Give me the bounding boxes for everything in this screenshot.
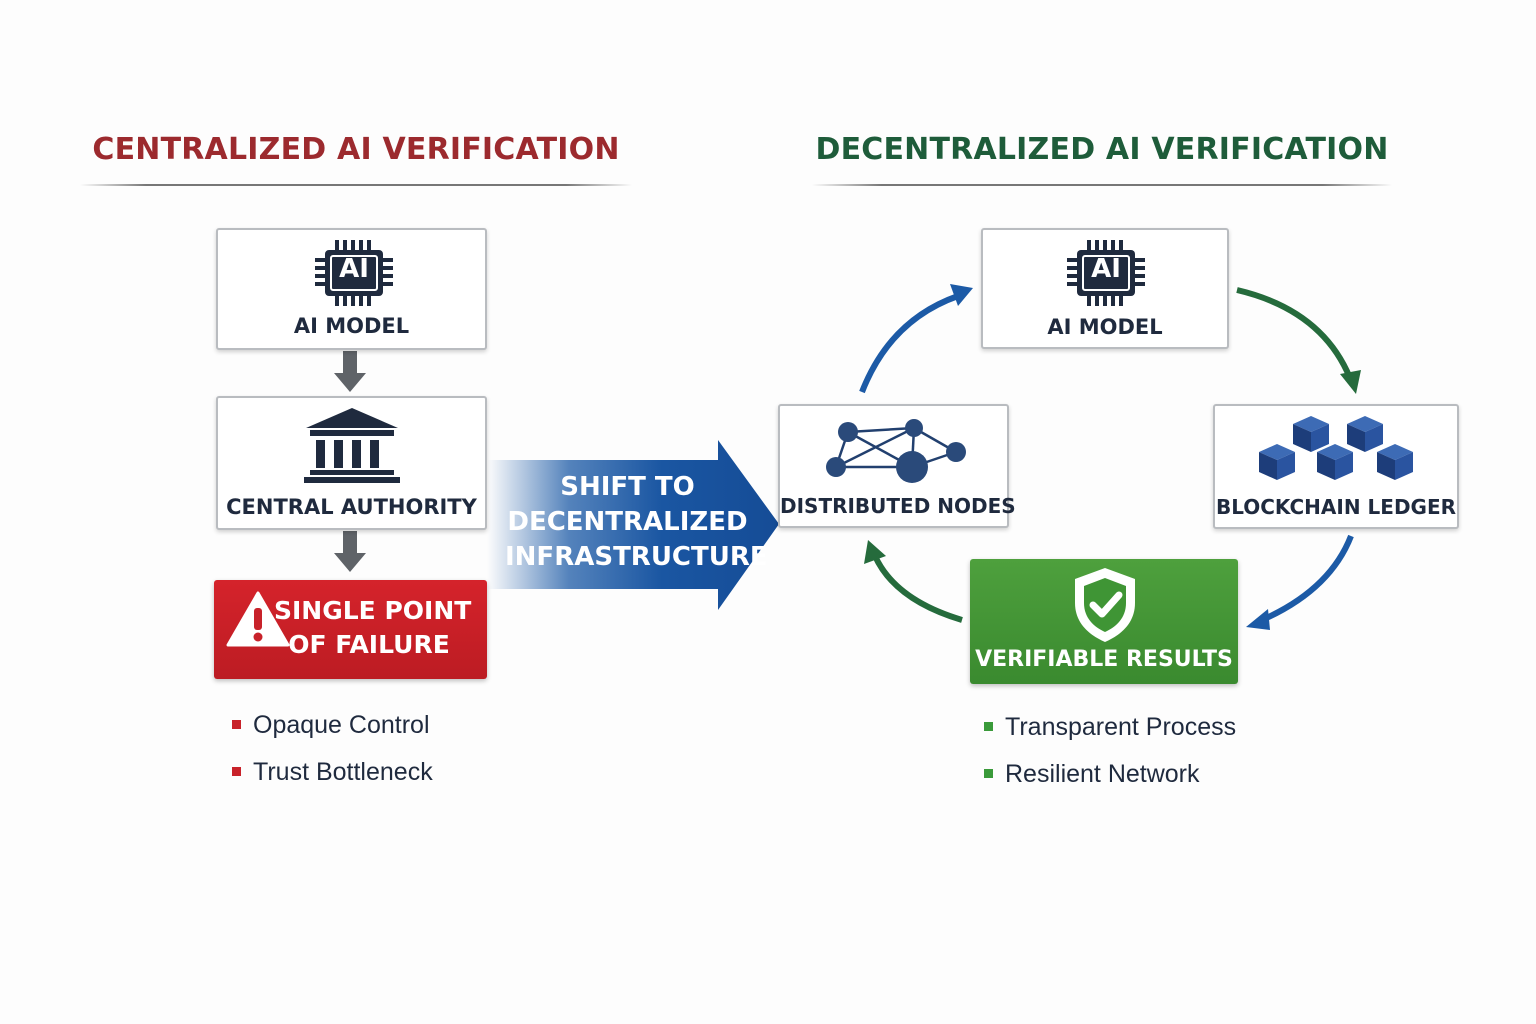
bank-building-icon: [304, 408, 400, 483]
failure-text: SINGLE POINT OF FAILURE: [274, 594, 472, 662]
ai-model-box-decentralized: AI AI MODEL: [981, 228, 1229, 349]
distributed-nodes-label: DISTRIBUTED NODES: [780, 494, 1016, 518]
decentralized-title: DECENTRALIZED AI VERIFICATION: [815, 132, 1389, 167]
shield-check-icon: [1075, 568, 1135, 642]
centralized-title: CENTRALIZED AI VERIFICATION: [92, 132, 620, 167]
failure-line-1: SINGLE POINT: [274, 596, 472, 625]
bullet-marker: [232, 766, 241, 776]
network-nodes-icon: [826, 419, 966, 483]
blockchain-ledger-label: BLOCKCHAIN LEDGER: [1215, 495, 1457, 519]
bullet-text: Transparent Process: [1005, 713, 1237, 741]
centralized-title-divider: [80, 184, 632, 186]
list-item: Trust Bottleneck: [232, 758, 433, 787]
shift-arrow-text: SHIFT TO DECENTRALIZED INFRASTRUCTURE: [505, 470, 768, 575]
ai-chip-text: AI: [339, 254, 369, 284]
cycle-arrow-nodes-to-model: [859, 284, 973, 394]
down-arrow-2: [334, 531, 366, 572]
bullet-marker: [984, 721, 993, 731]
bullet-text: Resilient Network: [1005, 760, 1200, 788]
ai-chip-text: AI: [1091, 254, 1121, 284]
ai-chip-icon: [1067, 240, 1145, 306]
list-item: Transparent Process: [984, 713, 1236, 742]
failure-line-2: OF FAILURE: [288, 630, 450, 659]
single-point-of-failure-box: SINGLE POINT OF FAILURE: [214, 580, 487, 679]
ai-model-label: AI MODEL: [293, 314, 410, 338]
bullet-marker: [984, 768, 993, 778]
verifiable-results-box: VERIFIABLE RESULTS: [970, 559, 1238, 684]
cycle-arrow-ledger-to-results: [1246, 534, 1354, 630]
shift-arrow: [487, 440, 779, 610]
ai-model-box-centralized: AI AI MODEL: [216, 228, 487, 350]
ai-model-label: AI MODEL: [1047, 315, 1163, 339]
list-item: Resilient Network: [984, 760, 1200, 789]
warning-triangle-icon: [226, 591, 290, 647]
bullet-text: Opaque Control: [253, 711, 430, 739]
ai-chip-icon: [315, 240, 393, 306]
blockchain-cubes-icon: [1259, 416, 1413, 480]
cycle-arrow-results-to-nodes: [864, 540, 963, 623]
central-authority-box: CENTRAL AUTHORITY: [216, 396, 487, 530]
down-arrow-1: [334, 351, 366, 392]
blockchain-ledger-box: BLOCKCHAIN LEDGER: [1213, 404, 1459, 529]
cycle-arrow-model-to-ledger: [1236, 287, 1361, 394]
central-authority-label: CENTRAL AUTHORITY: [226, 495, 477, 519]
bullet-marker: [232, 719, 241, 729]
bullet-text: Trust Bottleneck: [253, 758, 433, 786]
shift-line-1: SHIFT TO: [560, 472, 695, 502]
shift-line-3: INFRASTRUCTURE: [505, 542, 768, 572]
list-item: Opaque Control: [232, 711, 430, 740]
decentralized-title-divider: [812, 184, 1392, 186]
shift-line-2: DECENTRALIZED: [507, 507, 748, 537]
verifiable-results-label: VERIFIABLE RESULTS: [975, 647, 1233, 672]
distributed-nodes-box: DISTRIBUTED NODES: [778, 404, 1016, 528]
